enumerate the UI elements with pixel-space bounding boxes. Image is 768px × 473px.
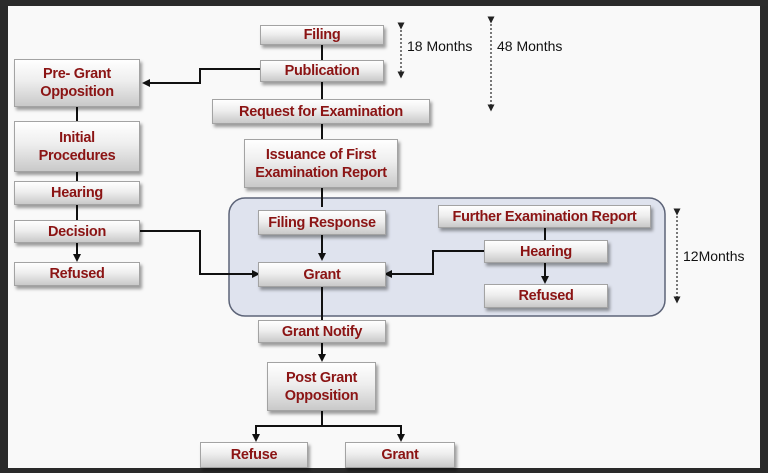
twelve-months-label: 12Months [683,248,744,264]
hearing-right-box: Hearing [484,240,608,263]
publication-label: Publication [285,62,360,80]
initial-label-line2: Procedures [39,147,116,165]
further-examination-box: Further Examination Report [438,205,651,228]
filing-label: Filing [304,26,341,44]
post-grant-box: Post Grant Opposition [267,362,376,411]
grant-notify-label: Grant Notify [282,323,362,341]
publication-box: Publication [260,60,384,82]
decision-box: Decision [14,220,140,243]
connector-split-refuse [256,426,322,440]
post-grant-label-line2: Opposition [285,387,359,405]
pre-grant-box: Pre- Grant Opposition [14,59,140,107]
refuse-bottom-box: Refuse [200,442,308,468]
pre-grant-label-line2: Opposition [40,83,114,101]
post-grant-label-line1: Post Grant [286,369,357,387]
pre-grant-label-line1: Pre- Grant [43,65,111,83]
further-examination-label: Further Examination Report [453,208,637,226]
hearing-left-label: Hearing [51,184,103,202]
fortyeight-months-label: 48 Months [497,38,562,54]
filing-response-box: Filing Response [258,210,386,235]
filing-response-label: Filing Response [268,214,376,232]
grant-notify-box: Grant Notify [258,320,386,343]
grant-mid-box: Grant [258,262,386,287]
grant-bottom-label: Grant [381,446,418,464]
issuance-box: Issuance of First Examination Report [244,139,398,188]
grant-mid-label: Grant [303,266,340,284]
connector-publication-pregrant [144,69,260,83]
hearing-left-box: Hearing [14,181,140,205]
connector-split-grant [322,426,401,440]
refused-right-label: Refused [518,287,573,305]
filing-box: Filing [260,25,384,45]
decision-label: Decision [48,223,106,241]
request-examination-label: Request for Examination [239,103,403,121]
refused-left-box: Refused [14,262,140,286]
initial-label-line1: Initial [59,129,95,147]
refused-right-box: Refused [484,284,608,308]
refuse-bottom-label: Refuse [231,446,278,464]
eighteen-months-label: 18 Months [407,38,472,54]
grant-bottom-box: Grant [345,442,455,468]
refused-left-label: Refused [49,265,104,283]
hearing-right-label: Hearing [520,243,572,261]
initial-procedures-box: Initial Procedures [14,121,140,172]
issuance-label-line1: Issuance of First [266,146,376,164]
request-examination-box: Request for Examination [212,99,430,124]
issuance-label-line2: Examination Report [255,164,387,182]
